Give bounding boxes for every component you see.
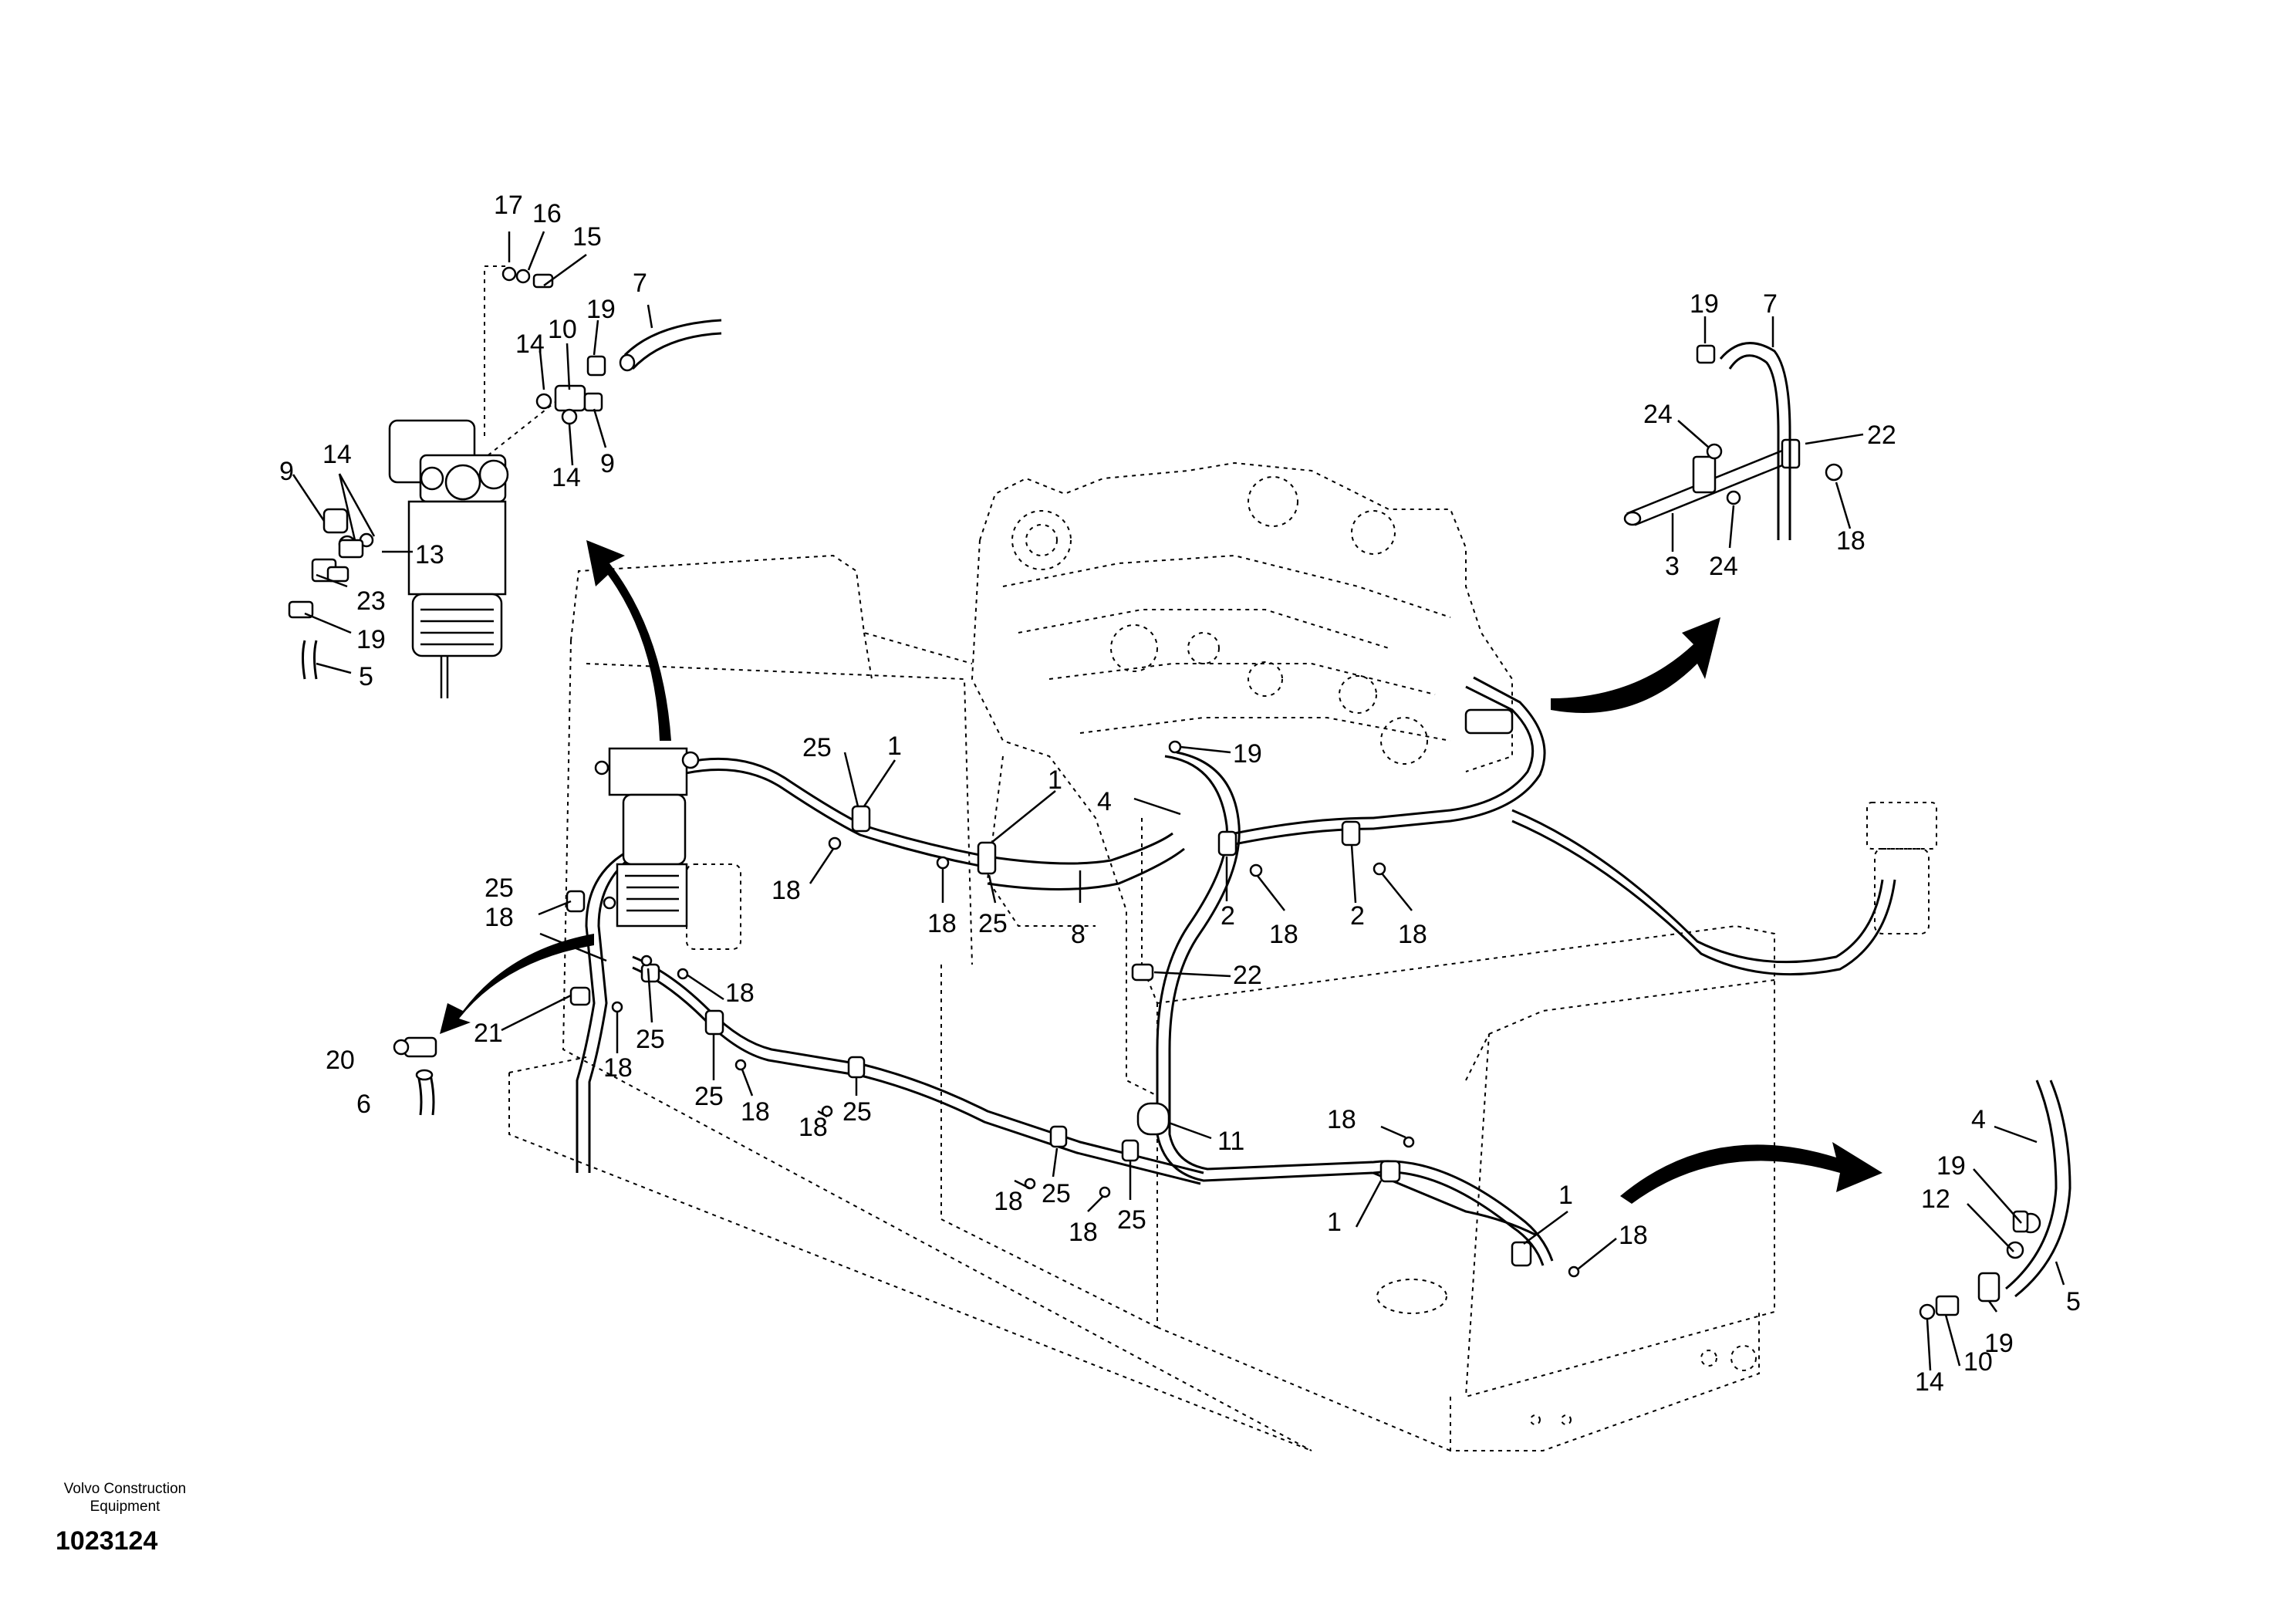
callout-19: 19 xyxy=(1984,1329,2014,1358)
callout-18: 18 xyxy=(485,903,514,932)
callout-25: 25 xyxy=(1042,1179,1071,1208)
callout-8: 8 xyxy=(1071,920,1086,949)
callout-25: 25 xyxy=(636,1025,665,1054)
callout-15: 15 xyxy=(572,222,602,252)
callout-18: 18 xyxy=(1327,1105,1356,1134)
drawing-footer: Volvo Construction Equipment 1023124 xyxy=(56,1481,186,1556)
callout-18: 18 xyxy=(741,1097,770,1127)
callout-18: 18 xyxy=(927,909,957,938)
callout-24: 24 xyxy=(1709,552,1738,581)
callout-11: 11 xyxy=(1217,1127,1244,1156)
company-name-line1: Volvo Construction xyxy=(64,1481,186,1497)
callout-10: 10 xyxy=(1963,1347,1993,1377)
callout-9: 9 xyxy=(600,449,615,478)
callout-1: 1 xyxy=(1048,765,1062,795)
callout-2: 2 xyxy=(1221,901,1235,931)
main-fuel-filter xyxy=(594,747,741,950)
callout-19: 19 xyxy=(1690,289,1719,319)
callout-16: 16 xyxy=(532,199,562,228)
callout-19: 19 xyxy=(1233,739,1262,769)
callout-25: 25 xyxy=(802,733,832,762)
callout-14: 14 xyxy=(1915,1367,1944,1397)
callout-7: 7 xyxy=(633,269,647,298)
detail-return-fitting xyxy=(1919,1080,2071,1320)
callout-25: 25 xyxy=(485,874,514,903)
callout-numbers: 17 16 15 7 10 19 14 9 14 14 9 13 23 19 5… xyxy=(279,191,2081,1397)
callout-7: 7 xyxy=(1763,289,1778,319)
callout-18: 18 xyxy=(1836,526,1866,556)
callout-25: 25 xyxy=(1117,1205,1146,1235)
callout-6: 6 xyxy=(356,1090,371,1119)
callout-5: 5 xyxy=(359,662,373,691)
machine-frame-outline xyxy=(508,554,1775,1451)
callout-4: 4 xyxy=(1097,787,1112,816)
callout-17: 17 xyxy=(494,191,523,220)
callout-12: 12 xyxy=(1921,1184,1950,1214)
drawing-number: 1023124 xyxy=(56,1526,157,1556)
callout-19: 19 xyxy=(356,625,386,654)
callout-13: 13 xyxy=(415,540,444,569)
callout-14: 14 xyxy=(322,440,352,469)
callout-21: 21 xyxy=(474,1019,503,1048)
callout-2: 2 xyxy=(1350,901,1365,931)
callout-9: 9 xyxy=(279,457,294,486)
callout-14: 14 xyxy=(552,463,581,492)
callout-14: 14 xyxy=(515,329,545,359)
callout-23: 23 xyxy=(356,586,386,616)
callout-5: 5 xyxy=(2066,1287,2081,1316)
company-name-line2: Equipment xyxy=(90,1499,161,1515)
detail-bracket xyxy=(1623,342,1843,540)
callout-18: 18 xyxy=(603,1053,633,1083)
callout-25: 25 xyxy=(694,1082,724,1111)
callout-18: 18 xyxy=(994,1187,1023,1216)
callout-25: 25 xyxy=(978,909,1008,938)
callout-19: 19 xyxy=(586,295,616,324)
leader-lines xyxy=(292,231,2065,1371)
bolts xyxy=(603,740,1580,1278)
callout-18: 18 xyxy=(799,1113,828,1142)
hose-clamps xyxy=(566,708,1532,1267)
callout-24: 24 xyxy=(1643,400,1673,429)
callout-25: 25 xyxy=(842,1097,872,1127)
callout-1: 1 xyxy=(1327,1208,1342,1237)
callout-18: 18 xyxy=(772,876,801,905)
callout-18: 18 xyxy=(1398,920,1427,949)
callout-1: 1 xyxy=(887,732,902,761)
callout-18: 18 xyxy=(1619,1221,1648,1250)
view-arrows xyxy=(440,540,1882,1204)
callout-4: 4 xyxy=(1971,1105,1986,1134)
callout-3: 3 xyxy=(1665,552,1680,581)
detail-filter-head xyxy=(288,265,722,698)
callout-10: 10 xyxy=(548,315,577,344)
secondary-filter-outline xyxy=(1866,802,1937,934)
callout-1: 1 xyxy=(1558,1181,1573,1210)
callout-18: 18 xyxy=(1069,1218,1098,1247)
callout-19: 19 xyxy=(1936,1151,1966,1181)
detail-drain-fitting xyxy=(393,1036,437,1116)
callout-22: 22 xyxy=(1867,421,1896,450)
callout-18: 18 xyxy=(1269,920,1298,949)
fuel-hoses xyxy=(576,676,1896,1266)
callout-20: 20 xyxy=(326,1046,355,1075)
callout-22: 22 xyxy=(1233,961,1262,990)
callout-18: 18 xyxy=(725,978,755,1008)
